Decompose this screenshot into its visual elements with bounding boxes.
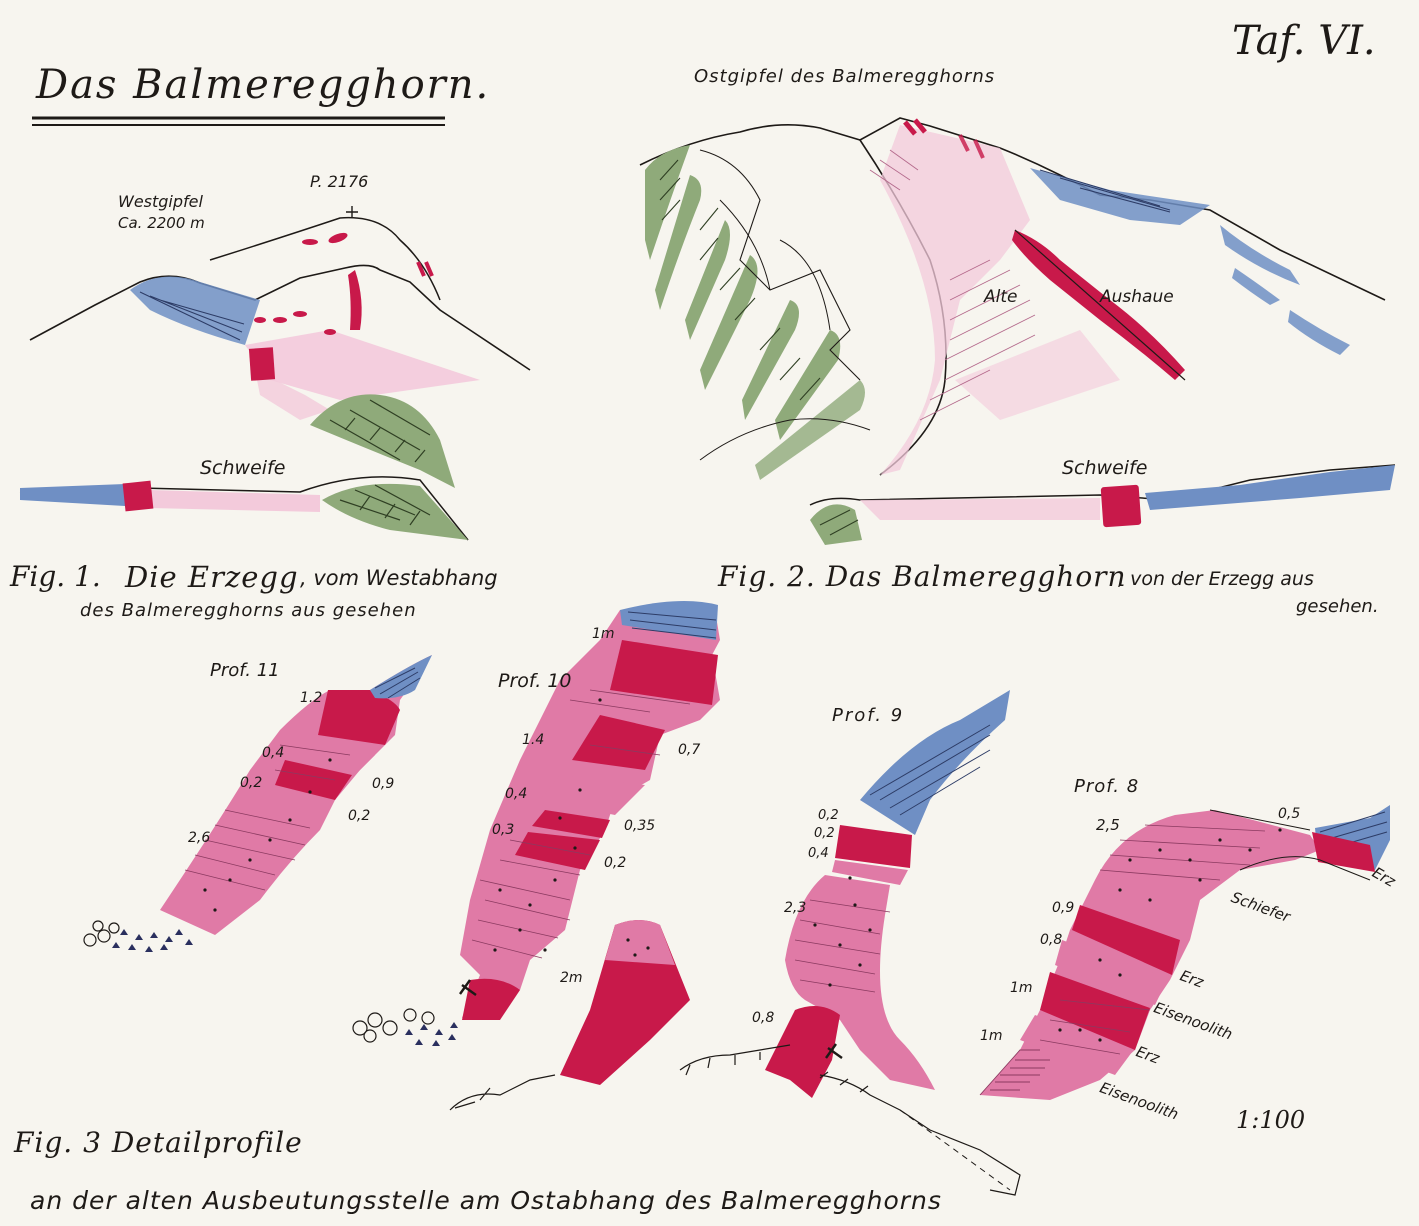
fig2-label-alte: Alte — [984, 287, 1017, 307]
fig2-caption-line2: gesehen. — [1296, 596, 1379, 617]
prof8-column — [980, 805, 1390, 1100]
prof9-value: 0,2 — [818, 808, 839, 823]
fig1-caption-main: Die Erzegg — [125, 560, 299, 594]
title-underline — [32, 118, 445, 125]
prof11-column — [84, 655, 432, 952]
prof11-value: 0,4 — [262, 745, 284, 761]
prof10-value: 2m — [560, 970, 583, 986]
page-title: Das Balmeregghorn. — [36, 62, 490, 108]
prof9-value: 2,3 — [784, 900, 806, 916]
prof11-value: 0,9 — [372, 776, 394, 792]
fig3-caption-main: Fig. 3 Detailprofile — [14, 1126, 303, 1159]
fig1-label-elevation: Ca. 2200 m — [118, 214, 205, 232]
prof9-value: 0,8 — [752, 1010, 774, 1026]
prof8-value: 0,5 — [1278, 806, 1300, 822]
prof10-value: 0,35 — [624, 818, 655, 834]
fig1-caption-line2: des Balmeregghorns aus gesehen — [80, 600, 417, 621]
fig1-label-point: P. 2176 — [310, 172, 368, 191]
fig2-label-ostgipfel: Ostgipfel des Balmeregghorns — [694, 66, 995, 87]
fig1-caption-rest: , vom Westabhang — [300, 566, 498, 590]
prof10-value: 1.4 — [522, 732, 544, 748]
fig1-caption-number: Fig. 1. — [10, 560, 101, 593]
prof8-value: 0,8 — [1040, 932, 1062, 948]
prof10-label: Prof. 10 — [498, 670, 572, 692]
prof9-column — [680, 690, 1020, 1195]
prof8-value: 1m — [1010, 980, 1033, 996]
prof10-value: 0,4 — [505, 786, 527, 802]
prof8-value: 2,5 — [1096, 816, 1120, 834]
fig2-sketch — [640, 118, 1395, 545]
fig2-caption-rest: , von der Erzegg aus — [1118, 568, 1314, 590]
prof10-value: 0,2 — [604, 855, 626, 871]
fig3-caption-line2: an der alten Ausbeutungsstelle am Ostabh… — [30, 1186, 942, 1215]
prof9-value: 0,2 — [814, 826, 835, 841]
fig1-label-schweife: Schweife — [200, 457, 285, 479]
fig2-caption-main: Fig. 2. Das Balmeregghorn — [718, 560, 1127, 593]
prof8-value: 1m — [980, 1028, 1003, 1044]
prof9-value: 0,4 — [808, 846, 829, 861]
prof10-value: 0,3 — [492, 822, 514, 838]
prof10-value: 0,7 — [678, 742, 700, 758]
scale-label: 1:100 — [1236, 1106, 1305, 1134]
plate-number: Taf. VI. — [1232, 18, 1376, 64]
prof8-value: 0,9 — [1052, 900, 1074, 916]
prof11-label: Prof. 11 — [210, 660, 280, 681]
prof10-value: 1m — [592, 626, 615, 642]
prof8-label: Prof. 8 — [1074, 776, 1139, 797]
fig1-label-westgipfel: Westgipfel — [118, 192, 203, 211]
fig2-label-aushaue: Aushaue — [1100, 287, 1174, 307]
fig1-sketch — [20, 206, 530, 540]
prof11-value: 0,2 — [240, 775, 262, 791]
fig2-label-schweife: Schweife — [1062, 457, 1147, 479]
prof11-value: 1.2 — [300, 690, 322, 706]
prof11-value: 0,2 — [348, 808, 370, 824]
prof9-label: Prof. 9 — [832, 705, 904, 726]
prof11-value: 2,6 — [188, 830, 210, 846]
